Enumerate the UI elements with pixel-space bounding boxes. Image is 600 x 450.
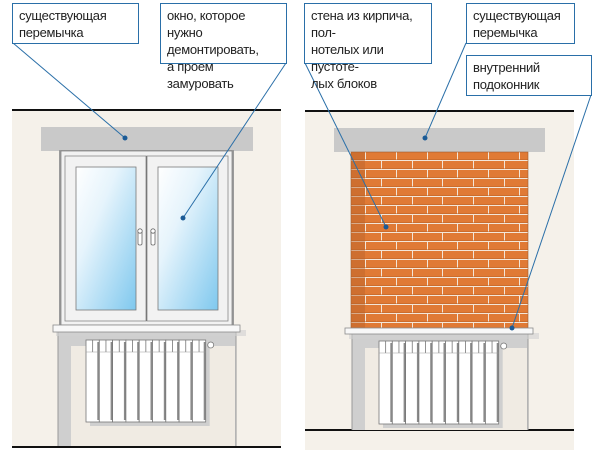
radiator-section (418, 340, 433, 425)
existing-lintel (334, 128, 545, 152)
window-handles (137, 228, 156, 246)
window (59, 150, 234, 326)
radiator-section (165, 339, 180, 423)
radiator-valve-icon (207, 341, 215, 349)
leader-lines (12, 42, 592, 331)
label-window-to-remove: окно, которое нужно демонтировать, а про… (160, 3, 287, 91)
label-inner-sill: внутренний подоконник (466, 55, 592, 96)
radiator-section (431, 340, 446, 425)
radiator-section (484, 340, 500, 425)
radiator-section (471, 340, 486, 425)
left-panel (12, 109, 281, 448)
inner-sill (344, 327, 534, 335)
radiator-valve-icon (500, 342, 508, 350)
window-sill (52, 324, 241, 333)
label-brick-wall: стена из кирпича, пол- нотелых или пусто… (304, 3, 432, 91)
right-panel (305, 110, 574, 450)
window-glass-left (75, 166, 137, 311)
label-existing-lintel-left: существующая перемычка (12, 3, 139, 44)
radiator-section (405, 340, 420, 425)
brick-infill (350, 151, 529, 330)
ceiling-line (12, 109, 281, 111)
radiator-section (445, 340, 460, 425)
existing-lintel (41, 127, 253, 151)
radiator (85, 339, 215, 426)
radiator-section (458, 340, 473, 425)
radiator-section (391, 340, 406, 425)
label-existing-lintel-right: существующая перемычка (466, 3, 575, 44)
ceiling-line (305, 110, 574, 112)
radiator-section (191, 339, 207, 423)
radiator (378, 340, 508, 428)
floor-line (12, 446, 281, 448)
radiator-section (378, 340, 393, 425)
window-glass-right (157, 166, 219, 311)
